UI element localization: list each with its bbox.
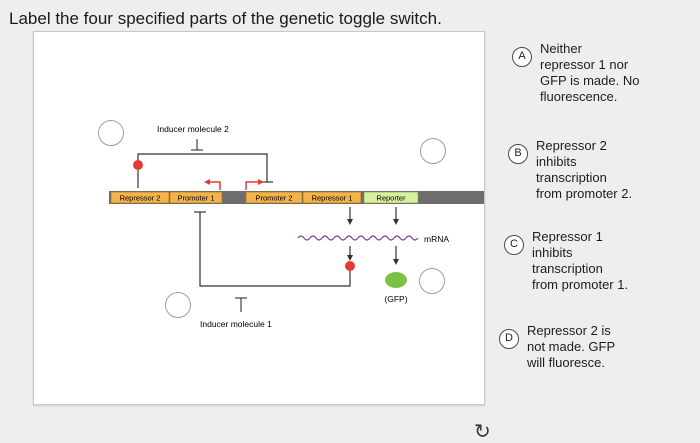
promoter-1-arrow	[210, 181, 221, 190]
drop-target-1[interactable]	[98, 120, 124, 146]
promoter-2-arrowhead	[258, 179, 264, 185]
transcription-arrowhead-1	[347, 219, 353, 225]
repressor-1-dot	[345, 261, 355, 271]
segment-promoter-1	[169, 191, 223, 204]
option-a-text: Neither repressor 1 nor GFP is made. No …	[540, 41, 640, 104]
segment-repressor-2	[110, 191, 170, 204]
segment-reporter-label: Reporter	[376, 194, 406, 203]
drop-target-4[interactable]	[165, 292, 191, 318]
segment-promoter-2-label: Promoter 2	[255, 194, 292, 203]
option-b-badge: B	[508, 144, 528, 164]
reset-icon[interactable]: ↻	[474, 421, 491, 443]
inducer-2-label: Inducer molecule 2	[157, 124, 229, 134]
question-title: Label the four specified parts of the ge…	[9, 9, 442, 28]
mrna-label: mRNA	[424, 234, 449, 244]
repressor-1-loop	[199, 212, 351, 287]
segment-reporter	[363, 191, 419, 204]
segment-repressor-1	[302, 191, 362, 204]
transcription-arrowhead-2	[393, 219, 399, 225]
drop-target-3[interactable]	[419, 268, 445, 294]
option-d-text: Repressor 2 is not made. GFP will fluore…	[527, 323, 615, 370]
translation-arrowhead-2	[393, 259, 399, 265]
gfp-label: (GFP)	[384, 294, 407, 304]
translation-arrowhead-1	[347, 255, 353, 261]
mrna-wave	[297, 235, 419, 241]
segment-promoter-2	[245, 191, 303, 204]
genetic-toggle-diagram: Inducer molecule 2 Repressor 2 Promoter …	[109, 124, 484, 329]
option-d-badge: D	[499, 329, 519, 349]
inducer-1-label: Inducer molecule 1	[200, 319, 272, 329]
segment-repressor-2-label: Repressor 2	[120, 194, 161, 203]
segment-repressor-1-label: Repressor 1	[312, 194, 353, 203]
gfp-dot	[385, 272, 407, 288]
option-a-badge: A	[512, 47, 532, 67]
option-b-text: Repressor 2 inhibits transcription from …	[536, 138, 633, 201]
repressor-2-dot	[133, 160, 143, 170]
repressor-2-loop	[137, 153, 268, 182]
drop-target-2[interactable]	[420, 138, 446, 164]
option-c-badge: C	[504, 235, 524, 255]
promoter-2-arrow	[245, 181, 258, 190]
option-c-text: Repressor 1 inhibits transcription from …	[532, 229, 629, 292]
promoter-1-arrowhead	[204, 179, 210, 185]
diagram-panel: Inducer molecule 2 Repressor 2 Promoter …	[33, 31, 491, 442]
segment-promoter-1-label: Promoter 1	[177, 194, 214, 203]
